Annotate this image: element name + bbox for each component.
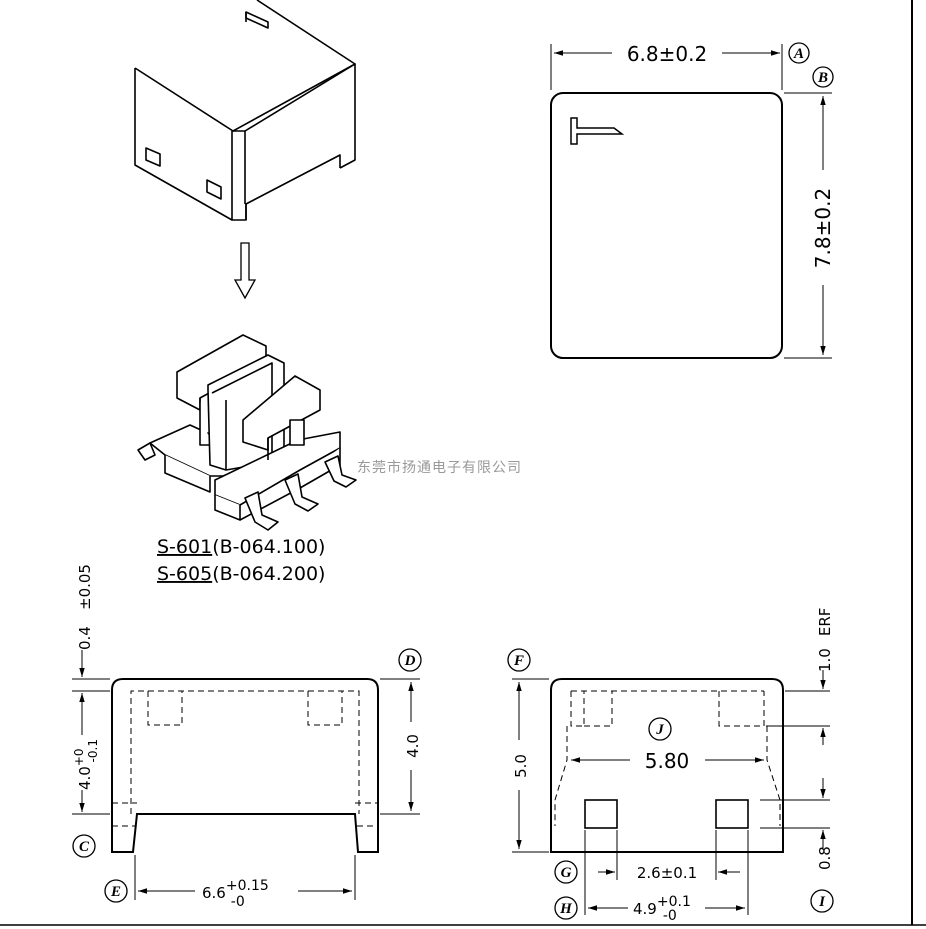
- outer-span-tol-down: -0: [663, 908, 677, 924]
- label-c-circle: [72, 834, 96, 858]
- cover-top-outline: [550, 92, 783, 359]
- label-e-circle: [104, 879, 128, 903]
- label-a-circle: [788, 42, 810, 64]
- inner-width-dimension: 5.80: [645, 749, 690, 773]
- label-i-circle: [810, 889, 834, 913]
- left-height-tol-down: -0.1: [86, 739, 100, 762]
- label-h: H: [559, 901, 573, 917]
- top-thickness-tolerance: ±0.05: [76, 564, 94, 610]
- label-f: F: [513, 653, 524, 669]
- top-width-dimension: 6.8±0.2: [627, 42, 707, 66]
- top-thickness-dimension: 0.4: [76, 626, 94, 650]
- side-view: 5.80 J 5.0 F 1.0 ERF 0.8 I 2.6±0.1 4.9+0.…: [507, 608, 834, 924]
- top-view: 6.8±0.2 A B 7.8±0.2: [550, 42, 835, 359]
- label-f-circle: [507, 648, 531, 672]
- part-number-list: S-601(B-064.100) S-605(B-064.200): [157, 536, 325, 585]
- label-j: J: [655, 722, 664, 738]
- front-outline: [111, 678, 379, 853]
- label-d: D: [404, 653, 416, 669]
- top-height-dimension: 7.8±0.2: [811, 188, 835, 268]
- side-height-dimension: 5.0: [512, 754, 530, 778]
- label-b: B: [817, 70, 828, 86]
- label-i: I: [818, 894, 826, 910]
- part-number-2: S-605(B-064.200): [157, 563, 325, 585]
- label-j-circle: [648, 717, 672, 741]
- outer-span-base: 4.9: [633, 900, 657, 918]
- label-b-circle: [812, 66, 834, 88]
- label-h-circle: [554, 896, 578, 920]
- left-height-dimension: 4.0+0-0.1: [72, 739, 100, 790]
- left-height-tol-up: +0: [72, 748, 86, 766]
- bottom-width-dimension: 6.6+0.15-0: [202, 878, 269, 910]
- top-offset-ref: ERF: [816, 608, 834, 637]
- label-a: A: [793, 46, 804, 62]
- label-g: G: [561, 865, 572, 881]
- left-slot: [584, 799, 618, 829]
- right-slot: [715, 799, 749, 829]
- part-number-1: S-601(B-064.100): [157, 536, 325, 558]
- label-e: E: [110, 884, 121, 900]
- label-g-circle: [554, 860, 578, 884]
- slot-width-dimension: 2.6±0.1: [637, 864, 697, 882]
- label-d-circle: [398, 648, 422, 672]
- top-offset-value: 1.0: [816, 648, 834, 672]
- company-watermark: 东莞市扬通电子有限公司: [357, 459, 522, 476]
- top-offset-dimension: 1.0 ERF: [816, 608, 834, 672]
- side-outline: [550, 678, 784, 853]
- bottom-gap-dimension: 0.8: [816, 846, 834, 870]
- bottom-width-tol-down: -0: [231, 894, 245, 910]
- right-height-dimension: 4.0: [404, 734, 422, 758]
- cover-isometric-view: [134, 0, 356, 221]
- front-view: 0.4 ±0.05 4.0+0-0.1 4.0 D C 6.6+0.15-0 E: [72, 564, 422, 910]
- left-height-base: 4.0: [76, 766, 94, 790]
- part-number-1-name: S-601: [157, 536, 212, 558]
- part-number-1-code: (B-064.100): [212, 536, 325, 558]
- bottom-width-base: 6.6: [202, 884, 226, 902]
- bobbin-assembly-view: [137, 334, 357, 531]
- part-number-2-code: (B-064.200): [212, 563, 325, 585]
- label-c: C: [79, 839, 90, 855]
- outer-span-tol-up: +0.1: [657, 894, 691, 910]
- part-number-2-name: S-605: [157, 563, 212, 585]
- assembly-arrow-icon: [233, 242, 257, 300]
- outer-span-dimension: 4.9+0.1-0: [633, 894, 691, 924]
- bottom-width-tol-up: +0.15: [226, 878, 269, 894]
- pin1-orientation-mark-icon: [570, 117, 625, 145]
